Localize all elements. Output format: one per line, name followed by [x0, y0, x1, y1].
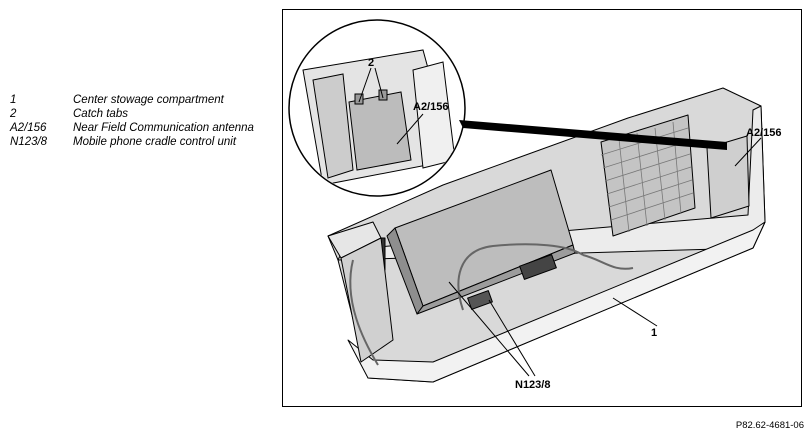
callout-tabs: 2 — [368, 57, 374, 69]
legend: 1 Center stowage compartment 2 Catch tab… — [10, 94, 263, 150]
component-illustration: 2 A2/156 A2/156 1 N123/8 — [288, 19, 781, 391]
legend-row: 1 Center stowage compartment — [10, 94, 263, 107]
legend-key: N123/8 — [10, 136, 48, 148]
callout-control-unit: N123/8 — [515, 379, 550, 391]
figure-code: P82.62-4681-06 — [735, 420, 804, 431]
legend-desc: Center stowage compartment — [73, 94, 224, 106]
legend-desc: Near Field Communication antenna — [73, 122, 254, 134]
legend-key: A2/156 — [10, 122, 47, 134]
callout-compartment: 1 — [651, 327, 657, 339]
legend-row: A2/156 Near Field Communication antenna — [10, 122, 263, 135]
legend-desc: Mobile phone cradle control unit — [73, 136, 237, 148]
detail-magnifier — [288, 19, 466, 197]
legend-row: 2 Catch tabs — [10, 108, 263, 121]
detail-connector — [459, 120, 727, 150]
legend-key: 1 — [10, 94, 17, 106]
leader-lines — [358, 67, 762, 377]
legend-row: N123/8 Mobile phone cradle control unit — [10, 136, 263, 149]
callout-antenna-detail: A2/156 — [413, 101, 448, 113]
callout-antenna-main: A2/156 — [746, 127, 781, 139]
wire-harness — [349, 243, 634, 366]
legend-desc: Catch tabs — [73, 108, 128, 120]
legend-key: 2 — [10, 108, 17, 120]
illustration-frame: 2 A2/156 A2/156 1 N123/8 — [282, 9, 802, 407]
